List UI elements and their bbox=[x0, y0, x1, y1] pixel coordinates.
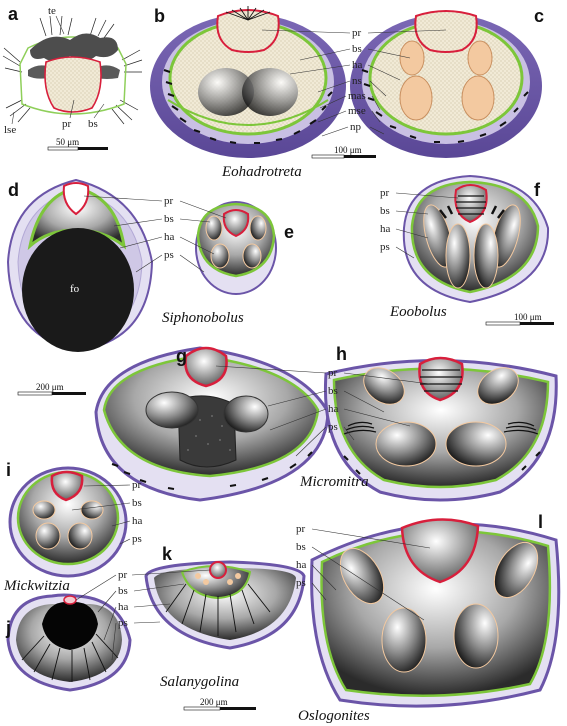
label-fo: fo bbox=[70, 283, 80, 295]
scale-bar-bc: 100 μm bbox=[311, 145, 376, 159]
label-ps-i: ps bbox=[132, 533, 142, 545]
de-label-ps: ps bbox=[164, 249, 174, 261]
label-bs-f: bs bbox=[380, 205, 390, 217]
panel-j: j bbox=[5, 593, 132, 692]
label-ha-i: ha bbox=[132, 515, 143, 527]
panel-c: c bbox=[350, 6, 544, 158]
panel-h: h bbox=[323, 344, 558, 502]
tubercles-te bbox=[30, 33, 118, 62]
bc-label-2: ha bbox=[352, 59, 363, 71]
panel-letter-j: j bbox=[5, 618, 11, 638]
panel-i: i pr bs ha ps bbox=[6, 460, 143, 578]
de-label-ha: ha bbox=[164, 231, 175, 243]
bc-labels: pr bs ha ns mas mse np bbox=[261, 27, 447, 137]
gh-label-pr: pr bbox=[328, 367, 338, 379]
panel-letter-b: b bbox=[154, 6, 165, 26]
panel-letter-e: e bbox=[284, 222, 294, 242]
label-ps-f: ps bbox=[380, 241, 390, 253]
panel-k: k pr bs ha ps bbox=[75, 544, 306, 661]
label-lse: lse bbox=[4, 124, 16, 136]
label-ha-k: ha bbox=[118, 601, 129, 613]
scale-bar-middle: 200 μm bbox=[17, 382, 86, 396]
label-pr-f: pr bbox=[380, 187, 390, 199]
scale-bar-a: 50 μm bbox=[47, 137, 108, 151]
protegulum-f bbox=[454, 184, 488, 224]
genus-siphonobolus: Siphonobolus bbox=[162, 310, 244, 326]
panel-d: fo d bbox=[6, 178, 154, 352]
scale-bar-f: 100 μm bbox=[485, 312, 554, 326]
genus-eoobolus: Eoobolus bbox=[389, 304, 447, 320]
panel-letter-h: h bbox=[336, 344, 347, 364]
panel-letter-d: d bbox=[8, 180, 19, 200]
gh-label-ps: ps bbox=[328, 421, 338, 433]
panel-b: b bbox=[150, 6, 346, 158]
label-pr-i: pr bbox=[132, 479, 142, 491]
de-label-pr: pr bbox=[164, 195, 174, 207]
scale-label-f: 100 μm bbox=[514, 312, 542, 322]
protegulum-i bbox=[50, 470, 84, 502]
panel-letter-k: k bbox=[162, 544, 173, 564]
bc-label-6: np bbox=[350, 121, 362, 133]
bc-label-1: bs bbox=[352, 43, 362, 55]
protegulum-a bbox=[44, 56, 102, 113]
panel-e: e bbox=[195, 201, 294, 295]
panel-l: l pr bs ha ps bbox=[296, 512, 561, 708]
panel-letter-c: c bbox=[534, 6, 544, 26]
protegulum-k bbox=[209, 561, 227, 579]
protegulum-e bbox=[222, 209, 250, 238]
panel-letter-a: a bbox=[8, 4, 19, 24]
scale-label-bottom: 200 μm bbox=[200, 697, 228, 707]
panel-f: f pr bs ha ps 100 μm bbox=[380, 174, 554, 326]
bc-label-4: mas bbox=[348, 90, 366, 102]
de-label-bs: bs bbox=[164, 213, 174, 225]
label-bs-a: bs bbox=[88, 118, 98, 130]
gh-label-bs: bs bbox=[328, 385, 338, 397]
label-bs-i: bs bbox=[132, 497, 142, 509]
label-pr-k: pr bbox=[118, 569, 128, 581]
panel-letter-l: l bbox=[538, 512, 543, 532]
protegulum-j bbox=[63, 595, 77, 605]
label-pr-a: pr bbox=[62, 118, 72, 130]
label-ps-l: ps bbox=[296, 577, 306, 589]
panel-letter-i: i bbox=[6, 460, 11, 480]
scale-label-a: 50 μm bbox=[56, 137, 79, 147]
label-pr-l: pr bbox=[296, 523, 306, 535]
protegulum-c bbox=[414, 10, 478, 53]
de-labels: pr bs ha ps bbox=[83, 195, 227, 273]
gh-label-ha: ha bbox=[328, 403, 339, 415]
scale-bar-bottom: 200 μm bbox=[183, 697, 256, 711]
label-ha-f: ha bbox=[380, 223, 391, 235]
gh-labels: pr bs ha ps bbox=[215, 365, 431, 457]
protegulum-g bbox=[184, 346, 228, 388]
scale-label-middle: 200 μm bbox=[36, 382, 64, 392]
panel-letter-f: f bbox=[534, 180, 541, 200]
protegulum-h bbox=[418, 356, 464, 402]
bc-label-0: pr bbox=[352, 27, 362, 39]
dashes-b bbox=[163, 69, 333, 144]
protegulum-d bbox=[62, 182, 90, 216]
bc-label-5: mse bbox=[348, 105, 366, 117]
genus-oslogonites: Oslogonites bbox=[298, 708, 370, 724]
label-ps-k: ps bbox=[118, 617, 128, 629]
genus-eohadrotreta: Eohadrotreta bbox=[221, 164, 302, 180]
label-ha-l: ha bbox=[296, 559, 307, 571]
setae-a bbox=[2, 15, 143, 125]
genus-micromitra: Micromitra bbox=[299, 474, 369, 490]
scale-label-bc: 100 μm bbox=[334, 145, 362, 155]
label-te: te bbox=[48, 5, 56, 17]
panel-letter-g: g bbox=[176, 346, 187, 366]
protegulum-l bbox=[400, 518, 480, 584]
protegulum-b bbox=[216, 9, 280, 53]
genus-mickwitzia: Mickwitzia bbox=[3, 578, 70, 594]
genus-salanygolina: Salanygolina bbox=[160, 674, 239, 690]
bc-label-3: ns bbox=[352, 75, 362, 87]
label-bs-l: bs bbox=[296, 541, 306, 553]
panel-g: g bbox=[94, 346, 330, 502]
label-bs-k: bs bbox=[118, 585, 128, 597]
panel-a: a te lse pr bs 50 μm bbox=[2, 4, 143, 151]
